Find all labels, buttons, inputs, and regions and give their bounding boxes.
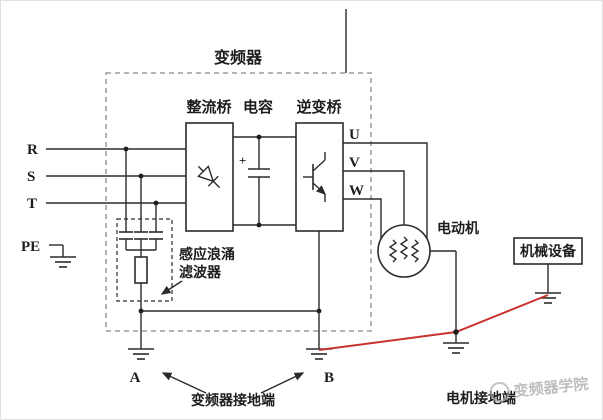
capacitor-plus-sign: + xyxy=(239,153,246,168)
filter-resistor-icon xyxy=(134,256,148,284)
motor-winding-icon xyxy=(388,239,398,263)
motor-ground-icon xyxy=(442,342,470,354)
rectifier-label: 整流桥 xyxy=(186,98,232,116)
input-wires xyxy=(46,148,186,204)
pe-terminal: PE xyxy=(21,239,77,268)
dc-link-capacitor: + xyxy=(239,134,270,228)
arrow-to-ground-b xyxy=(260,372,305,394)
input-label-r: R xyxy=(27,142,38,158)
output-label-w: W xyxy=(349,183,364,199)
machine-unit: 机械设备 xyxy=(513,237,583,304)
watermark-text: 变频器学院 xyxy=(513,375,589,401)
converter-ground-label: 变频器接地端 xyxy=(191,392,275,408)
ground-b-icon xyxy=(305,348,333,360)
arrow-to-ground-a xyxy=(161,372,207,394)
output-wires xyxy=(343,142,428,239)
watermark: 变频器学院 xyxy=(489,375,589,402)
filter-pointer-arrow xyxy=(160,280,183,295)
pe-ground-icon xyxy=(49,256,77,268)
rectifier-bridge xyxy=(185,122,234,232)
dc-bus-rails xyxy=(233,136,296,226)
input-label-pe: PE xyxy=(21,239,40,255)
diode-icon xyxy=(197,165,221,189)
capacitor-label: 电容 xyxy=(243,98,273,116)
bonding-junction-dot xyxy=(453,329,459,335)
surge-filter xyxy=(116,146,173,311)
filter-capacitor-icon xyxy=(119,231,163,240)
motor xyxy=(377,224,431,278)
converter-title: 变频器 xyxy=(214,48,263,67)
filter-label-line1: 感应浪涌 xyxy=(179,246,235,262)
output-label-v: V xyxy=(349,155,360,171)
input-label-s: S xyxy=(27,169,35,185)
filter-label-line2: 滤波器 xyxy=(179,264,222,280)
point-label-b: B xyxy=(324,370,334,386)
ground-a-icon xyxy=(127,348,155,360)
motor-ground-label: 电机接地端 xyxy=(446,390,516,406)
motor-ground-run xyxy=(430,250,470,354)
output-label-u: U xyxy=(349,127,360,143)
igbt-icon xyxy=(303,152,327,202)
bonding-wire xyxy=(318,294,549,351)
input-label-t: T xyxy=(27,196,37,212)
ground-rail xyxy=(127,231,333,360)
motor-winding-icon xyxy=(410,239,420,263)
inverter-bridge xyxy=(295,122,344,232)
machine-label: 机械设备 xyxy=(520,243,577,259)
motor-label: 电动机 xyxy=(437,220,479,236)
point-label-a: A xyxy=(130,370,141,386)
motor-winding-icon xyxy=(399,236,409,260)
inverter-label: 逆变桥 xyxy=(296,98,342,116)
watermark-logo-icon xyxy=(489,381,510,402)
